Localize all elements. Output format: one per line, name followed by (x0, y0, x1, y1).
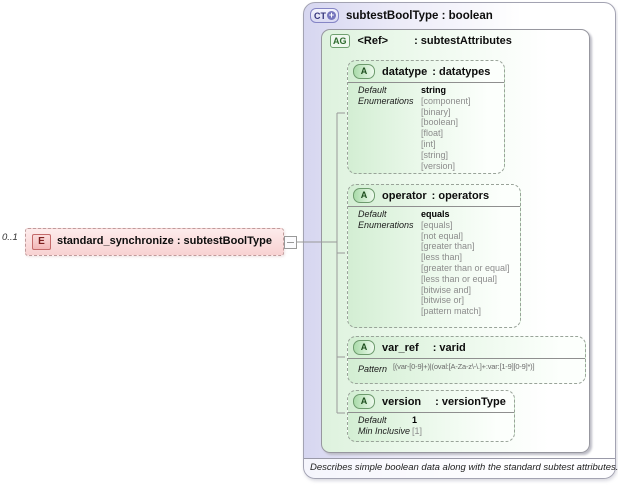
enumeration-list: [equals][not equal][greater than][less t… (421, 220, 520, 317)
enumeration-value: [not equal] (421, 230, 464, 241)
enumeration-value: [int] (421, 138, 436, 149)
facet-value-pattern: [(var-[0-9]+)|(oval:[A-Za-z\-\.]+:var:[1… (393, 362, 535, 371)
attribute-name: operator (382, 189, 427, 202)
attribute-facets: Default string Enumerations [component][… (348, 83, 504, 171)
enumeration-value: [pattern match] (421, 306, 482, 317)
attribute-type: : varid (432, 341, 466, 354)
complex-type-icon: CT + (310, 8, 339, 23)
complex-type-title: subtestBoolType : boolean (346, 9, 493, 22)
element-label: standard_synchronize : subtestBoolType (57, 235, 272, 247)
attribute-header: A datatype : datatypes (348, 61, 504, 83)
attribute-icon: A (353, 64, 375, 79)
facet-label-default: Default (358, 209, 387, 219)
enumeration-value: [equals] (421, 219, 453, 230)
enumeration-list: [component][binary][boolean][float][int]… (421, 96, 504, 172)
enumeration-value: [boolean] (421, 117, 459, 128)
attribute-header: A version : versionType (348, 391, 514, 413)
enumeration-value: [greater than] (421, 241, 475, 252)
annotation-text: Describes simple boolean data along with… (304, 458, 618, 478)
attribute-name: var_ref (382, 341, 419, 354)
facet-value-default: equals (421, 209, 450, 219)
attribute-box-version[interactable]: A version : versionType Default 1 Min In… (347, 390, 515, 442)
expand-handle-icon[interactable] (284, 236, 297, 249)
facet-value-default: 1 (412, 415, 418, 425)
attribute-facets: Default equals Enumerations [equals][not… (348, 207, 520, 317)
complex-type-badge-text: CT (314, 10, 326, 21)
enumeration-value: [binary] (421, 106, 451, 117)
attribute-header: A operator : operators (348, 185, 520, 207)
enumeration-value: [bitwise and] (421, 284, 472, 295)
attribute-box-datatype[interactable]: A datatype : datatypes Default string En… (347, 60, 505, 174)
multiplicity-label: 0..1 (2, 232, 18, 243)
attribute-icon: A (353, 188, 375, 203)
element-node[interactable]: E standard_synchronize : subtestBoolType (25, 228, 284, 256)
enumeration-value: [greater than or equal] (421, 262, 510, 273)
attribute-header: A var_ref : varid (348, 337, 585, 359)
attribute-icon: A (353, 340, 375, 355)
plus-icon: + (327, 10, 336, 20)
enumeration-value: [string] (421, 149, 449, 160)
attribute-name: version (382, 395, 422, 408)
attribute-group-type: : subtestAttributes (414, 35, 512, 47)
complex-type-box[interactable]: CT + subtestBoolType : boolean AG <Ref> … (303, 2, 618, 479)
enumeration-value: [bitwise or] (421, 295, 465, 306)
complex-type-header: CT + subtestBoolType : boolean (310, 8, 493, 23)
attribute-group-name: <Ref> (357, 35, 389, 47)
facet-value-min-inclusive: [1] (412, 425, 423, 436)
attribute-type: : versionType (435, 395, 506, 408)
attribute-icon: A (353, 394, 375, 409)
facet-label-enumerations: Enumerations (358, 95, 414, 106)
attribute-box-operator[interactable]: A operator : operators Default equals En… (347, 184, 521, 328)
facet-label-default: Default (358, 415, 387, 425)
facet-label-min-inclusive: Min Inclusive (358, 425, 411, 436)
enumeration-value: [float] (421, 128, 444, 139)
enumeration-value: [component] (421, 95, 471, 106)
facet-label-pattern: Pattern (358, 364, 388, 374)
attribute-type: : datatypes (432, 65, 491, 78)
attribute-group-box[interactable]: AG <Ref> : subtestAttributes A datatype … (321, 29, 590, 453)
attribute-name: datatype (382, 65, 428, 78)
attribute-group-icon: AG (330, 34, 350, 48)
attribute-group-header: AG <Ref> : subtestAttributes (330, 34, 512, 48)
enumeration-value: [less than or equal] (421, 273, 498, 284)
attribute-facets: Default 1 Min Inclusive [1] (348, 413, 514, 437)
facet-value-default: string (421, 85, 447, 95)
facet-label-default: Default (358, 85, 387, 95)
enumeration-value: [version] (421, 160, 456, 171)
element-icon: E (32, 234, 51, 250)
enumeration-value: [less than] (421, 252, 463, 263)
attribute-type: : operators (431, 189, 490, 202)
facet-label-enumerations: Enumerations (358, 219, 414, 230)
attribute-box-var-ref[interactable]: A var_ref : varid Pattern [(var-[0-9]+)|… (347, 336, 586, 384)
attribute-facets: Pattern [(var-[0-9]+)|(oval:[A-Za-z\-\.]… (348, 359, 585, 374)
